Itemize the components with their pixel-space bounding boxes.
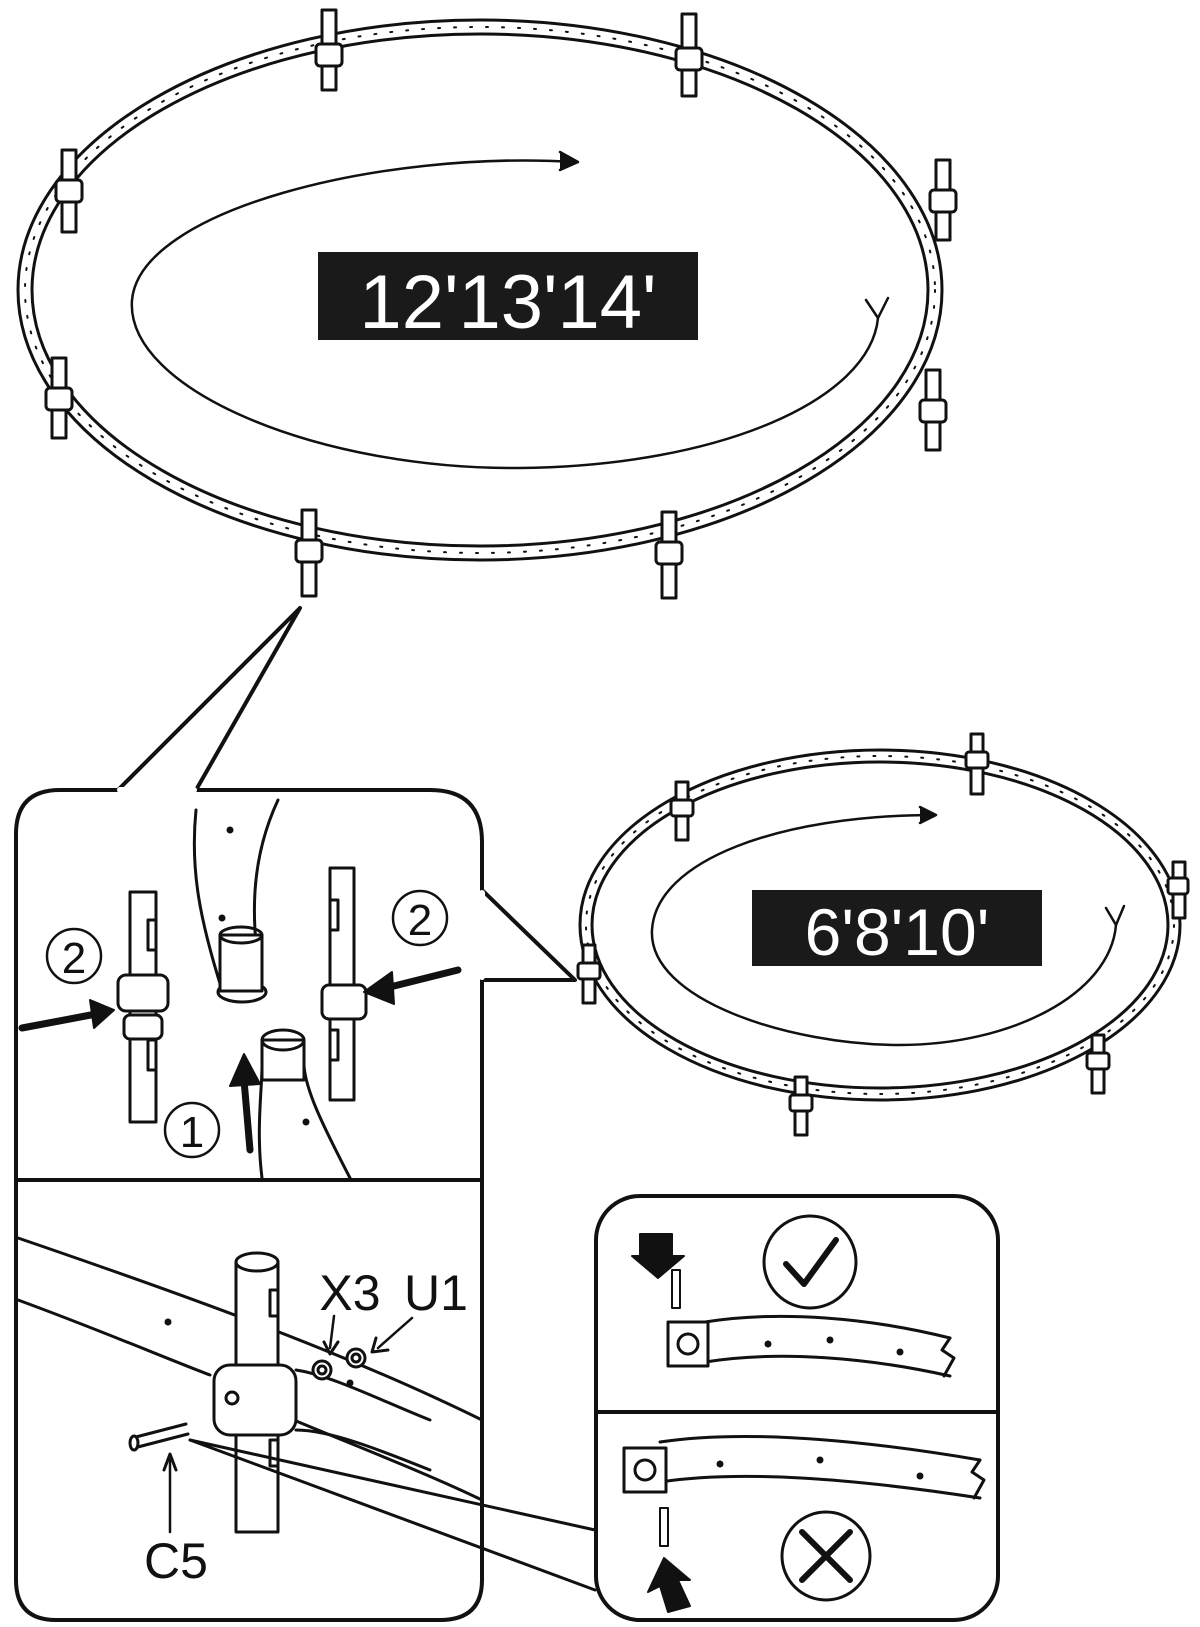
left-leg-detail — [116, 890, 170, 1124]
arrow-up-small-icon — [647, 1557, 691, 1613]
small-size-text: 6'8'10' — [805, 895, 990, 969]
leg-post — [788, 1075, 814, 1137]
part-labels: X3 U1 C5 — [144, 1265, 468, 1589]
step-2-left-label: 2 — [62, 934, 86, 983]
part-c5-label: C5 — [144, 1533, 208, 1589]
step-markers: 2 2 1 — [45, 889, 449, 1159]
leg-post — [964, 732, 990, 796]
assembly-direction-arrow — [130, 150, 890, 470]
arrow-up-icon — [240, 1076, 254, 1154]
arrow-right-icon — [18, 1010, 100, 1032]
nut — [345, 1347, 367, 1369]
large-size-label: 12'13'14' — [318, 252, 698, 345]
incorrect-orientation — [622, 1434, 986, 1613]
step-2-right-marker — [391, 889, 449, 947]
arrow-left-icon — [382, 966, 462, 992]
part-x3-label: X3 — [319, 1265, 380, 1321]
small-assembly-direction-arrow — [650, 805, 1126, 1047]
large-frame-legs — [44, 8, 958, 600]
part-u1-label: U1 — [404, 1265, 468, 1321]
step-2-left-marker — [45, 927, 103, 985]
detail-callout-frame — [14, 606, 577, 1622]
leg-post — [576, 943, 602, 1005]
leg-post — [294, 508, 324, 598]
correct-orientation — [631, 1214, 956, 1378]
tube-join-detail — [192, 798, 352, 1180]
check-mark-icon — [762, 1214, 858, 1310]
step-1-marker — [163, 1101, 221, 1159]
step-2-right-label: 2 — [408, 896, 432, 945]
junction-bolt-detail — [16, 1236, 597, 1592]
large-frame-ring — [16, 18, 944, 562]
push-arrows — [18, 966, 462, 1154]
leg-post — [1166, 860, 1190, 920]
small-size-label: 6'8'10' — [752, 890, 1042, 969]
arrow-down-icon — [631, 1233, 685, 1279]
leg-post — [314, 8, 344, 92]
right-leg-detail — [320, 866, 368, 1102]
leg-post — [44, 356, 74, 440]
leg-post — [654, 510, 684, 600]
small-frame-legs — [576, 732, 1190, 1137]
bolt-orientation-callout — [594, 1194, 1000, 1622]
leg-post — [669, 780, 695, 842]
step-1-label: 1 — [180, 1108, 204, 1157]
small-frame-ring — [578, 748, 1182, 1102]
washer — [311, 1359, 333, 1381]
leg-post — [674, 12, 704, 98]
leg-post — [928, 158, 958, 242]
leg-post — [918, 368, 948, 452]
large-size-text: 12'13'14' — [359, 260, 656, 345]
leg-post — [54, 148, 84, 234]
leg-post — [1085, 1033, 1111, 1095]
